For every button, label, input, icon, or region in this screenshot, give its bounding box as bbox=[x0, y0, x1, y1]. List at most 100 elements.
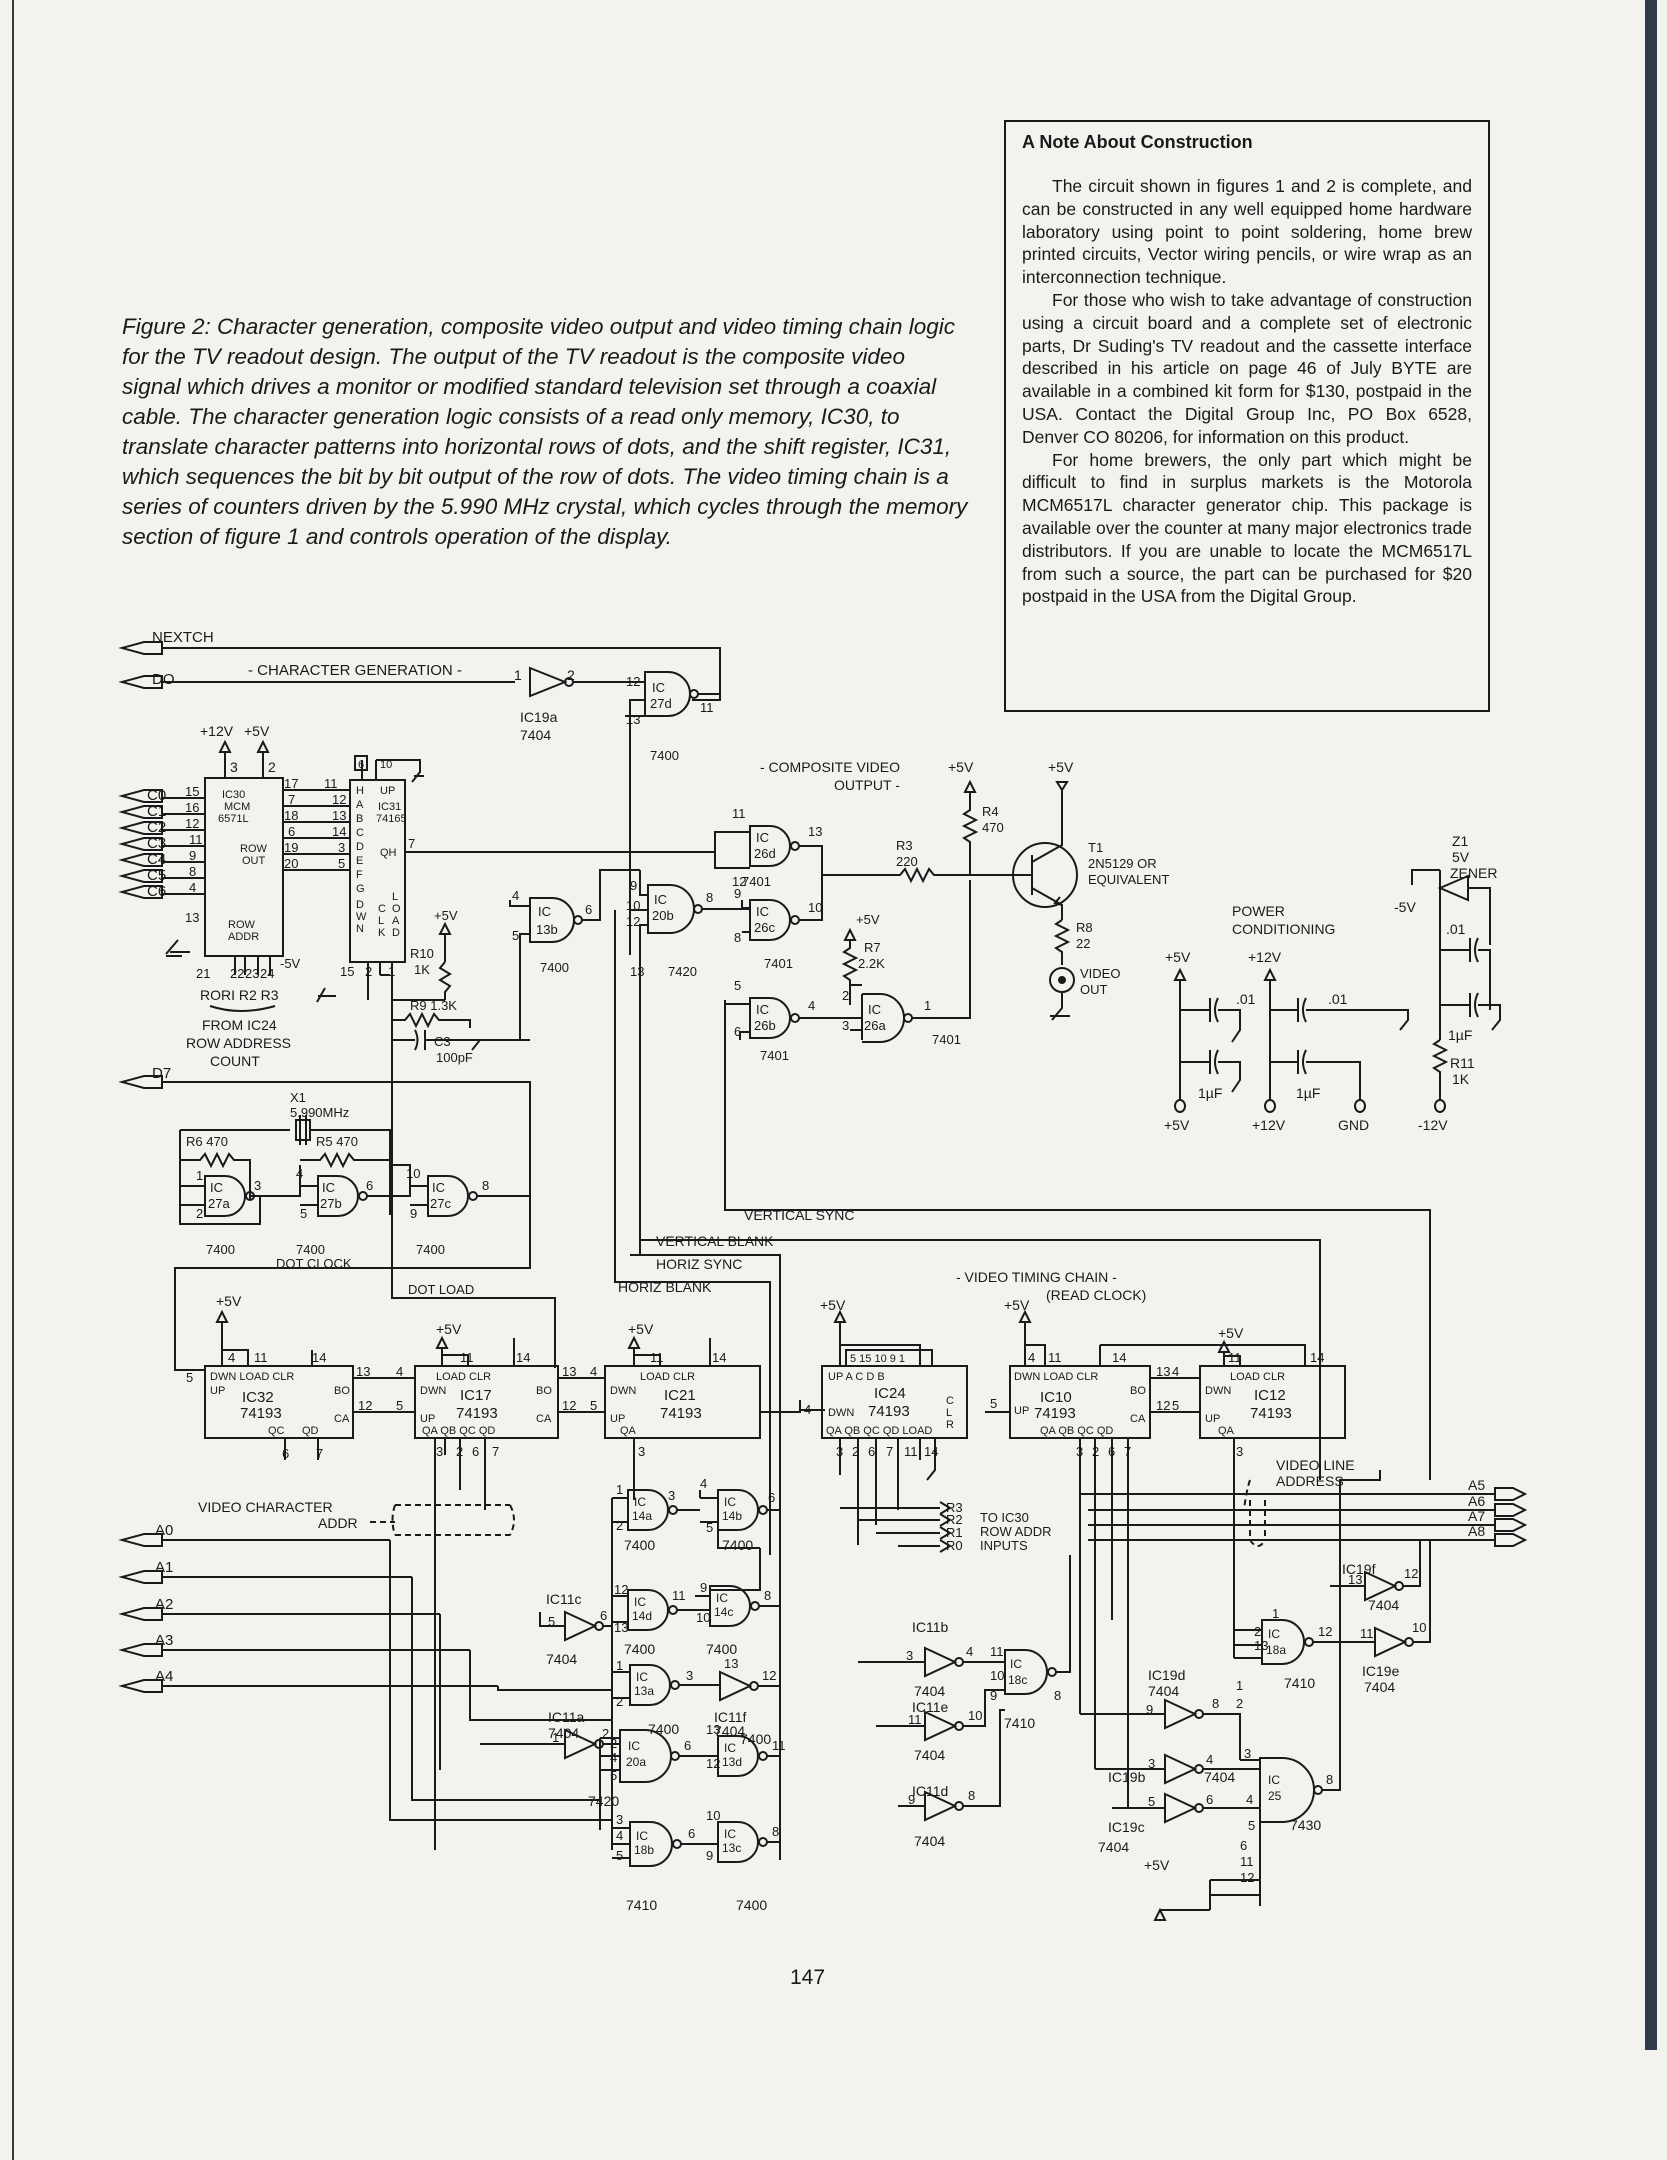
gate-ic18c bbox=[1004, 1555, 1071, 1695]
svg-text:7: 7 bbox=[288, 792, 295, 807]
svg-text:4: 4 bbox=[966, 1644, 973, 1659]
svg-text:6: 6 bbox=[734, 1024, 741, 1039]
label-14c-type: 7400 bbox=[706, 1641, 737, 1657]
svg-text:4: 4 bbox=[1172, 1364, 1179, 1379]
label-27c-type: 7400 bbox=[416, 1242, 445, 1257]
svg-text:6: 6 bbox=[688, 1826, 695, 1841]
label-ic19a: IC19a bbox=[520, 709, 558, 725]
label-ic11a: IC11a bbox=[548, 1709, 585, 1725]
label-13b: 13b bbox=[536, 922, 558, 937]
svg-text:9: 9 bbox=[734, 886, 741, 901]
label-20b-type: 7420 bbox=[668, 964, 697, 979]
label-18c: 18c bbox=[1008, 1673, 1027, 1687]
label-video-char-addr: VIDEO CHARACTER bbox=[198, 1499, 333, 1515]
label-26d-type: 7401 bbox=[742, 874, 771, 889]
label-27b: 27b bbox=[320, 1196, 342, 1211]
label-18b-type: 7410 bbox=[626, 1897, 657, 1913]
label-x1: X1 bbox=[290, 1090, 306, 1105]
svg-text:11: 11 bbox=[650, 1350, 664, 1365]
svg-text:17: 17 bbox=[284, 776, 298, 791]
svg-text:5: 5 bbox=[734, 978, 741, 993]
label-27a-type: 7400 bbox=[206, 1242, 235, 1257]
input-c5: C5 bbox=[147, 867, 166, 884]
label-power2: CONDITIONING bbox=[1232, 921, 1335, 937]
gate-ic20a bbox=[600, 1729, 718, 1783]
svg-text:CA: CA bbox=[536, 1413, 552, 1425]
svg-text:UP: UP bbox=[1205, 1413, 1220, 1425]
svg-text:11: 11 bbox=[990, 1644, 1004, 1659]
supply-pc-p5: +5V bbox=[1165, 949, 1191, 965]
svg-text:2: 2 bbox=[365, 964, 372, 979]
svg-text:4: 4 bbox=[296, 1166, 303, 1181]
svg-text:3: 3 bbox=[254, 1178, 261, 1193]
svg-text:12: 12 bbox=[358, 1398, 372, 1413]
svg-text:9: 9 bbox=[706, 1848, 713, 1863]
svg-text:6: 6 bbox=[1206, 1792, 1213, 1807]
label-c01-a: .01 bbox=[1236, 991, 1256, 1007]
label-char-gen: - CHARACTER GENERATION - bbox=[248, 662, 462, 679]
svg-text:L: L bbox=[946, 1407, 952, 1419]
label-26c: 26c bbox=[754, 920, 775, 935]
svg-text:15: 15 bbox=[185, 784, 199, 799]
label-13d: 13d bbox=[722, 1755, 742, 1769]
input-c2: C2 bbox=[147, 819, 166, 836]
label-z1v: 5V bbox=[1452, 849, 1470, 865]
row-r3: R3 bbox=[946, 1500, 963, 1515]
svg-text:22: 22 bbox=[230, 966, 244, 981]
supply-pc-p12: +12V bbox=[1248, 949, 1282, 965]
label-video-char-addr2: ADDR bbox=[318, 1515, 358, 1531]
label-ic11b-type: 7404 bbox=[914, 1683, 945, 1699]
svg-text:7: 7 bbox=[886, 1444, 893, 1459]
svg-text:1: 1 bbox=[514, 667, 522, 683]
input-a2: A2 bbox=[155, 1596, 173, 1613]
svg-text:G: G bbox=[356, 883, 365, 895]
svg-text:3: 3 bbox=[668, 1488, 675, 1503]
figure-caption: Figure 2: Character generation, composit… bbox=[122, 314, 968, 549]
label-14a: 14a bbox=[632, 1509, 652, 1523]
svg-text:DWN LOAD CLR: DWN LOAD CLR bbox=[1014, 1371, 1098, 1383]
svg-text:13: 13 bbox=[1156, 1364, 1170, 1379]
gate-ic27c bbox=[174, 1164, 531, 1371]
svg-text:IC: IC bbox=[756, 1002, 769, 1017]
svg-text:8: 8 bbox=[189, 864, 196, 879]
svg-text:13: 13 bbox=[1348, 1572, 1362, 1587]
svg-text:12: 12 bbox=[1240, 1870, 1254, 1885]
label-ic19b: IC19b bbox=[1108, 1769, 1146, 1785]
label-ic19e: IC19e bbox=[1362, 1663, 1400, 1679]
gate-ic13c bbox=[717, 1821, 780, 1863]
svg-text:20: 20 bbox=[284, 856, 298, 871]
svg-text:IC: IC bbox=[756, 830, 769, 845]
gate-ic13b bbox=[509, 869, 640, 1040]
svg-text:1: 1 bbox=[552, 1730, 559, 1745]
label-row-count: COUNT bbox=[210, 1053, 260, 1069]
inverter-ic11c bbox=[539, 1610, 612, 1642]
svg-text:5: 5 bbox=[186, 1370, 193, 1385]
label-r11: R11 bbox=[1450, 1055, 1475, 1071]
svg-text:2: 2 bbox=[842, 988, 849, 1003]
inverter-ic11f bbox=[719, 1670, 780, 1702]
gate-ic14b bbox=[700, 1489, 780, 1549]
svg-text:CA: CA bbox=[334, 1413, 350, 1425]
input-c6: C6 bbox=[147, 883, 166, 900]
svg-text:11: 11 bbox=[732, 806, 746, 821]
svg-text:3: 3 bbox=[230, 759, 238, 775]
gate-ic20b bbox=[629, 870, 750, 1256]
gate-ic14a bbox=[612, 1489, 700, 1531]
svg-text:QA: QA bbox=[620, 1425, 637, 1437]
svg-text:QA QB QC QD: QA QB QC QD bbox=[422, 1425, 495, 1437]
svg-text:4: 4 bbox=[610, 1750, 617, 1765]
supply-r7: +5V bbox=[856, 912, 880, 927]
svg-text:C: C bbox=[356, 827, 364, 839]
svg-text:4: 4 bbox=[700, 1476, 707, 1491]
label-video-line-addr: VIDEO LINE bbox=[1276, 1457, 1355, 1473]
label-ic31-type: 74165 bbox=[376, 813, 407, 825]
label-video-out2: OUT bbox=[1080, 982, 1108, 997]
svg-text:R: R bbox=[946, 1419, 954, 1431]
svg-text:12: 12 bbox=[762, 1668, 776, 1683]
label-ic19f-type: 7404 bbox=[1368, 1597, 1399, 1613]
label-row-addr: ROW bbox=[228, 919, 256, 931]
signal-d7: D7 bbox=[152, 1065, 171, 1082]
svg-text:C: C bbox=[378, 903, 386, 915]
gate-ic25 bbox=[1153, 1470, 1381, 1921]
label-c01-b: .01 bbox=[1328, 991, 1348, 1007]
